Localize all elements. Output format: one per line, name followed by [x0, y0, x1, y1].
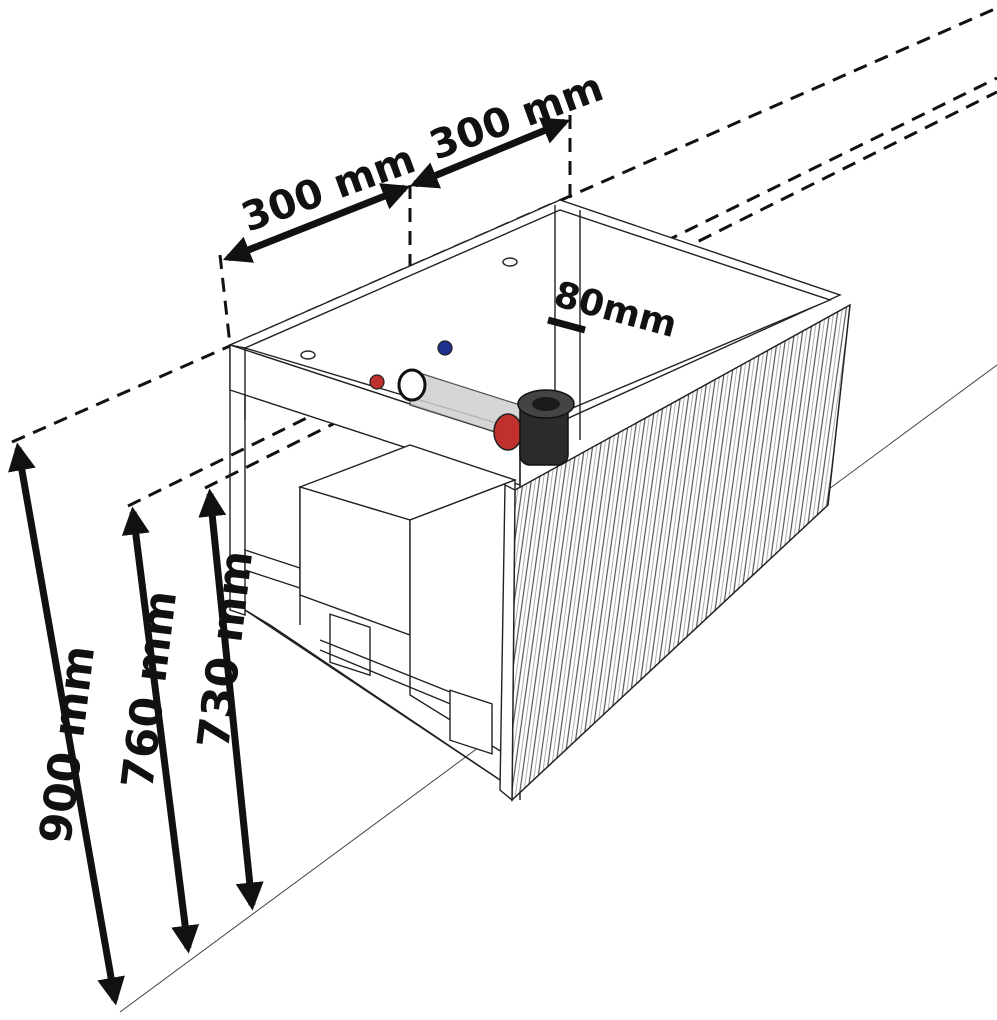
shelf-dowels — [300, 257, 518, 360]
height-low-label: 730 mm — [188, 548, 263, 752]
cold-water-valve — [437, 340, 453, 356]
drawer-runner-left — [319, 613, 471, 713]
height-low-arrow — [198, 488, 264, 911]
hot-water-valve — [369, 374, 385, 390]
siphon-coupling — [493, 413, 523, 451]
height-total-label: 900 mm — [30, 643, 105, 847]
width-left-label: 300 mm — [236, 136, 422, 241]
height-middle-label: 760 mm — [112, 588, 187, 792]
width-left-arrow — [222, 183, 411, 263]
drain-wall-connector — [397, 368, 427, 402]
height-middle-arrow — [121, 506, 200, 954]
ribbed-front-panel — [499, 303, 851, 802]
dimension-arrows — [8, 117, 586, 1006]
width-right-arrow — [409, 117, 571, 189]
width-right-label: 300 mm — [424, 64, 610, 169]
plumbing — [369, 340, 575, 466]
width-start-line — [218, 254, 232, 346]
height-total-arrow — [8, 442, 125, 1006]
drawer-runner-right — [449, 689, 493, 755]
offset-arrow — [547, 316, 586, 334]
